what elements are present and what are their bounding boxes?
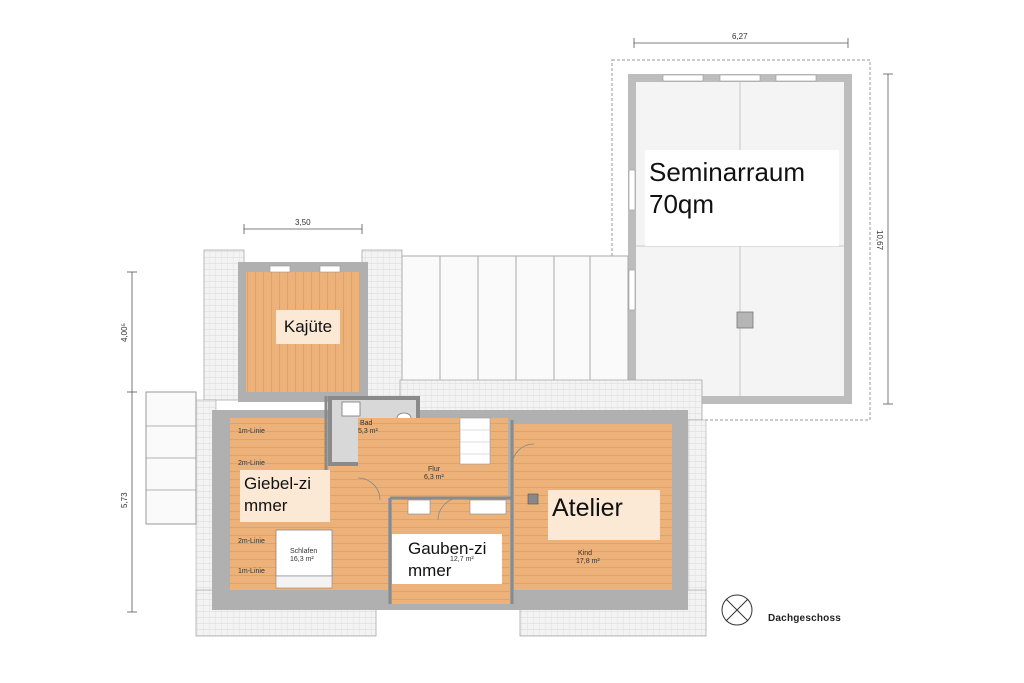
label-line-2m-top: 2m-Linie: [238, 460, 265, 467]
label-bad: Bad: [360, 420, 373, 427]
terrace: [401, 255, 629, 385]
label-line-1m-top: 1m-Linie: [238, 428, 265, 435]
compass-icon: [721, 594, 753, 626]
label-line-1m-bottom: 1m-Linie: [238, 568, 265, 575]
label-gauben-area: 12,7 m²: [450, 556, 474, 563]
room-label-giebelzimmer: Giebel-zimmer: [240, 470, 330, 522]
label-flur: Flur: [428, 466, 441, 473]
room-label-seminarraum: Seminarraum 70qm: [645, 150, 839, 246]
dim-left-upper-height: 4,00⁵: [120, 323, 129, 342]
dim-kajuete-width: 3,50: [295, 218, 311, 227]
room-label-atelier: Atelier: [548, 490, 660, 540]
room-label-gaubenzimmer: Gauben-zimmer: [392, 534, 502, 584]
label-bad-area: 5,3 m²: [358, 428, 378, 435]
label-schlafen: Schlafen: [290, 548, 318, 555]
label-kind-area: 17,8 m²: [576, 558, 600, 565]
balcony: [145, 391, 197, 525]
dim-left-lower-height: 5,73: [120, 492, 129, 508]
dim-right-height: 10,67: [875, 230, 884, 251]
dim-top-width: 6,27: [732, 32, 748, 41]
room-label-kajuete: Kajüte: [276, 310, 340, 344]
label-flur-area: 6,3 m²: [424, 474, 444, 481]
interior-walls: [324, 396, 535, 604]
floor-title: Dachgeschoss: [768, 613, 841, 624]
label-schlafen-area: 16,3 m²: [290, 556, 314, 563]
label-kind: Kind: [578, 550, 593, 557]
label-line-2m-bottom: 2m-Linie: [238, 538, 265, 545]
dimension-lines: [127, 38, 893, 613]
